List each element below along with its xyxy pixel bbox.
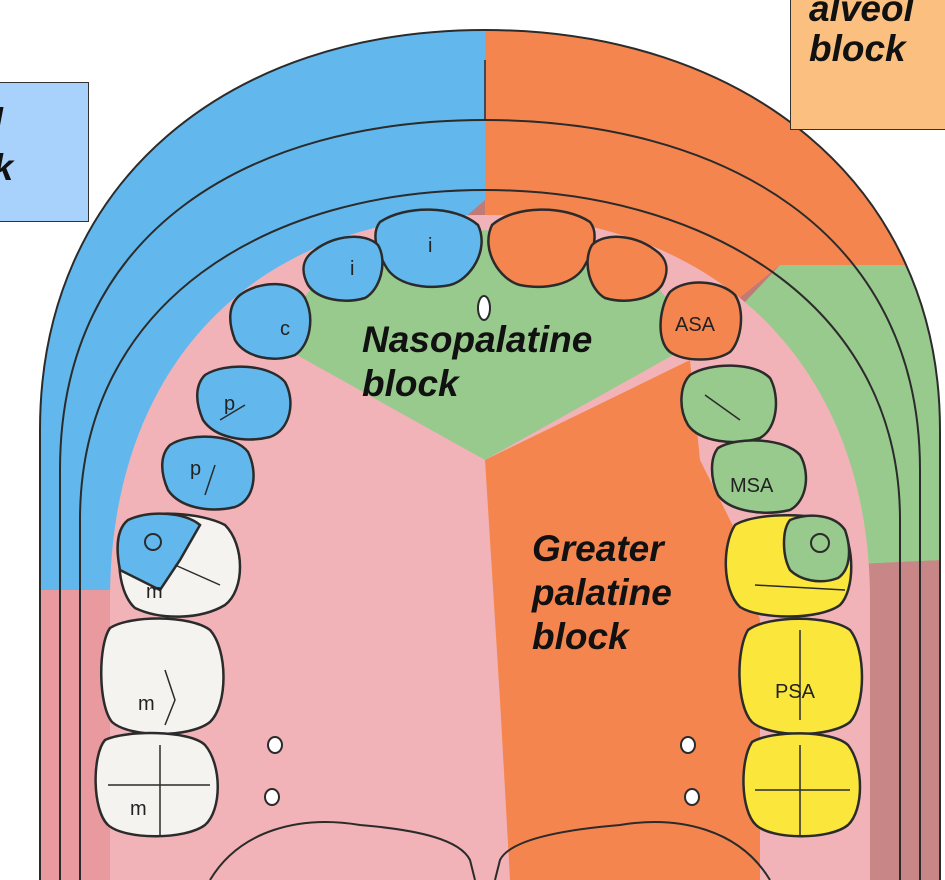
tooth-left-premolar-1 — [197, 367, 290, 440]
nasopalatine-block-label: Nasopalatine block — [362, 318, 592, 406]
foramen-left-2 — [265, 789, 279, 805]
greater-palatine-line1: Greater — [532, 527, 672, 571]
nasopalatine-line1: Nasopalatine — [362, 318, 592, 362]
label-premolar-1: p — [224, 393, 235, 415]
greater-palatine-block-label: Greater palatine block — [532, 527, 672, 659]
greater-palatine-line3: block — [532, 615, 672, 659]
incisive-foramen — [478, 296, 490, 320]
label-canine: c — [280, 318, 290, 340]
left-block-label-line2: ck — [0, 145, 88, 191]
foramen-left-1 — [268, 737, 282, 753]
label-asa: ASA — [675, 314, 716, 336]
right-block-label-box: alveol block — [790, 0, 945, 130]
right-block-label-line2: block — [809, 29, 945, 69]
greater-palatine-line2: palatine — [532, 571, 672, 615]
left-block-label-box: al ck — [0, 82, 89, 222]
foramen-right-2 — [685, 789, 699, 805]
label-molar-3: m — [130, 798, 147, 820]
label-premolar-2: p — [190, 458, 201, 480]
nasopalatine-line2: block — [362, 362, 592, 406]
tooth-right-molar-1-green-part — [784, 516, 849, 582]
tooth-right-premolar-1 — [681, 366, 776, 442]
label-molar-1: m — [146, 581, 163, 603]
label-lateral-incisor: i — [350, 258, 354, 280]
label-central-incisor: i — [428, 235, 432, 257]
tooth-right-central-incisor — [488, 210, 594, 287]
label-psa: PSA — [775, 681, 816, 703]
tooth-left-canine — [230, 284, 310, 359]
tooth-left-premolar-2 — [162, 437, 253, 510]
tooth-right-molar-3 — [743, 733, 860, 836]
right-block-label-line1: alveol — [809, 0, 945, 29]
label-molar-2: m — [138, 693, 155, 715]
left-block-label-line1: al — [0, 99, 88, 145]
foramen-right-1 — [681, 737, 695, 753]
label-msa: MSA — [730, 475, 774, 497]
tooth-left-molar-2 — [101, 618, 223, 734]
